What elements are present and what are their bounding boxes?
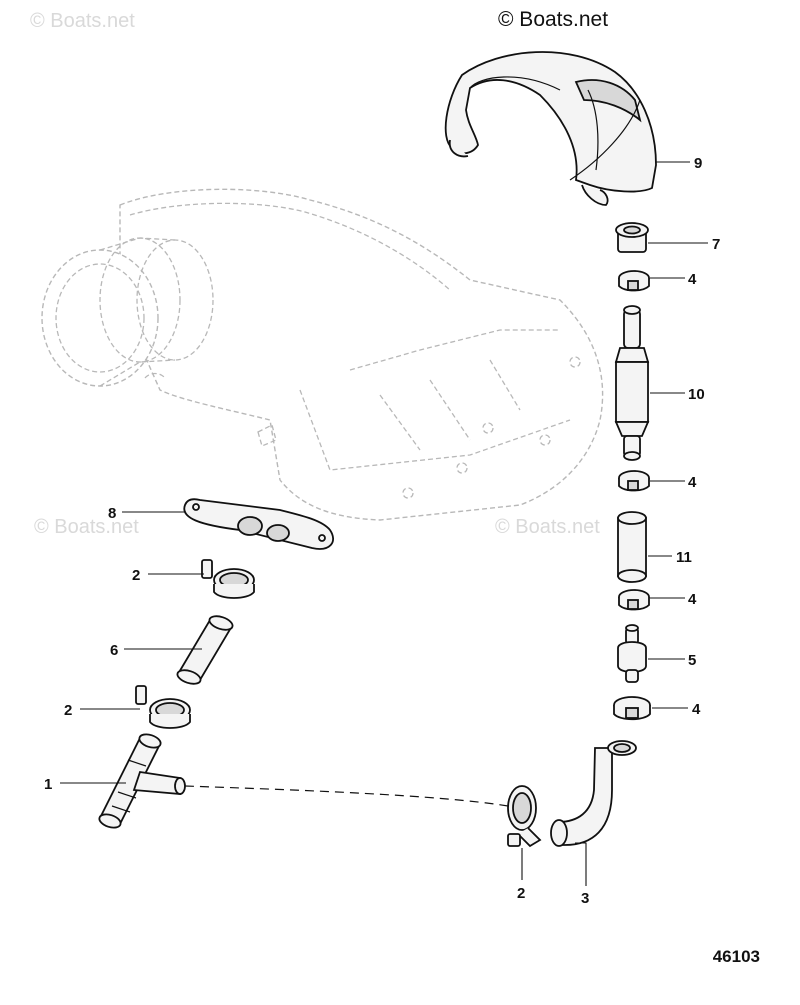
hose-route-dashed xyxy=(184,785,509,807)
phantom-exhaust-elbow xyxy=(41,188,604,521)
callout-11: 11 xyxy=(676,549,692,566)
leader-lines xyxy=(60,161,708,886)
diagram-number: 46103 xyxy=(712,947,760,966)
part-2-hose-clamp-b xyxy=(135,685,191,729)
part-6-hose xyxy=(176,615,234,685)
watermark-top-right: © Boats.net xyxy=(498,8,609,31)
callout-6: 6 xyxy=(110,642,118,659)
part-11-hose-sleeve xyxy=(617,511,647,583)
part-9-cover xyxy=(444,51,657,206)
watermark-mid-right: © Boats.net xyxy=(495,516,600,538)
part-10-inline-filter xyxy=(614,305,650,461)
part-7-grommet xyxy=(615,222,649,253)
part-8-gasket xyxy=(183,498,334,550)
callout-4-d: 4 xyxy=(692,701,701,718)
callout-2-b: 2 xyxy=(64,702,72,719)
part-4-clamp-a xyxy=(618,270,650,292)
watermark-mid-left: © Boats.net xyxy=(34,516,139,538)
callout-7: 7 xyxy=(712,236,720,253)
watermark-top-left: © Boats.net xyxy=(30,10,135,32)
part-5-check-valve xyxy=(617,624,647,683)
callout-4-b: 4 xyxy=(688,474,697,491)
callout-9: 9 xyxy=(694,155,702,172)
callout-numbers: 9 7 4 10 4 11 4 5 4 8 2 6 2 1 2 3 xyxy=(44,155,720,907)
part-1-tee-fitting xyxy=(98,733,186,829)
callout-1: 1 xyxy=(44,776,52,793)
part-2-hose-clamp-a xyxy=(201,559,255,599)
part-4-clamp-d xyxy=(613,696,651,721)
callout-2-a: 2 xyxy=(132,567,140,584)
callout-8: 8 xyxy=(108,505,116,522)
callout-2-c: 2 xyxy=(517,885,525,902)
part-3-curved-hose xyxy=(550,740,637,847)
callout-3: 3 xyxy=(581,890,589,907)
callout-10: 10 xyxy=(688,386,705,403)
part-4-clamp-c xyxy=(618,589,650,611)
callout-5: 5 xyxy=(688,652,696,669)
callout-4-a: 4 xyxy=(688,271,697,288)
part-4-clamp-b xyxy=(618,470,650,492)
callout-4-c: 4 xyxy=(688,591,697,608)
part-2-hose-clamp-c xyxy=(507,785,542,848)
